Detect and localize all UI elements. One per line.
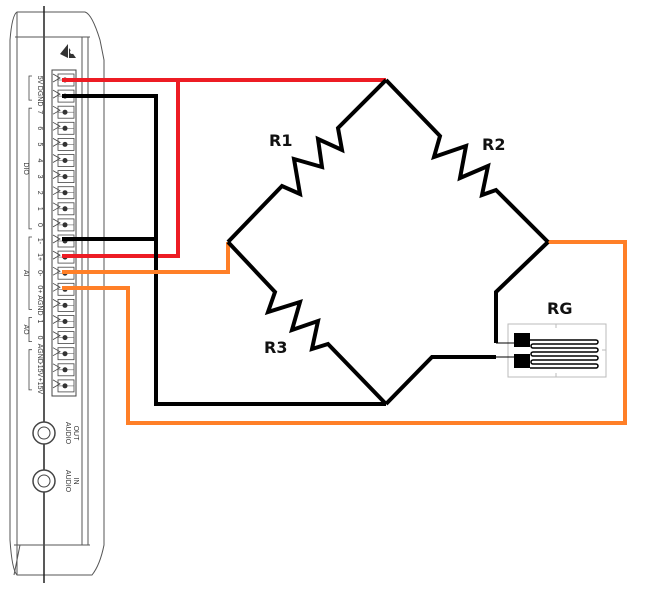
wire-dgnd-to-bridge-bottom: [62, 94, 386, 406]
audio-in-label-2: IN: [72, 478, 79, 485]
wire-ai0-plus-to-bridge-right: [62, 240, 627, 425]
audio-out-label-1: AUDIO: [64, 422, 71, 445]
terminal-agnd[interactable]: [52, 347, 75, 361]
pin-label: AGND: [36, 344, 43, 364]
terminal-0[interactable]: [52, 218, 75, 232]
terminal-1[interactable]: [52, 315, 75, 328]
pin-label: 2: [36, 191, 43, 195]
terminal-1[interactable]: [52, 202, 75, 216]
pin-group-bracket: [28, 349, 32, 391]
terminal-7[interactable]: [52, 105, 75, 119]
label-r1: R1: [269, 131, 292, 150]
pin-label: 7: [36, 110, 43, 114]
esd-warning-icon: [60, 44, 76, 58]
pin-group-bracket: [28, 317, 32, 342]
label-r2: R2: [482, 135, 505, 154]
device-bottom-corner: [13, 544, 21, 576]
wire-ai1-plus-to-bridge-top: [62, 80, 180, 258]
pin-label: 1: [36, 320, 43, 324]
pin-label: 1+: [36, 253, 43, 261]
pin-label: 0+: [36, 285, 43, 293]
audio-in-label-1: AUDIO: [64, 470, 71, 493]
wire-ai0-minus-to-bridge-left: [62, 242, 230, 274]
terminal-3[interactable]: [52, 170, 75, 184]
terminal-5[interactable]: [52, 137, 75, 151]
pin-group-label: AI: [22, 270, 29, 277]
pin-labels: 5VDGND765432101-1+0-0+AGND10AGND-15V+15V…: [22, 75, 43, 395]
terminal-4[interactable]: [52, 154, 75, 167]
terminal-0[interactable]: [52, 331, 75, 345]
terminal-15v[interactable]: [52, 379, 75, 393]
pin-label: 0: [36, 336, 43, 340]
pin-group-bracket: [28, 236, 32, 310]
resistor-r1: [226, 78, 388, 244]
pin-label: DGND: [36, 86, 43, 107]
terminal-6[interactable]: [52, 121, 75, 135]
strain-gauge-rg: [496, 323, 607, 378]
pin-label: 6: [36, 126, 43, 130]
pin-label: 0: [36, 223, 43, 227]
pin-label: 3: [36, 175, 43, 179]
resistor-r2: [384, 78, 550, 244]
pin-label: -15V: [36, 362, 43, 377]
wire-bridge-right-to-rg: [494, 240, 550, 343]
pin-label: 5: [36, 142, 43, 146]
label-r3: R3: [264, 338, 287, 357]
terminal-2[interactable]: [52, 186, 75, 200]
device-outline: [9, 11, 105, 576]
pin-label: 1: [36, 207, 43, 211]
pin-label: 4: [36, 159, 43, 163]
pin-group-label: AO: [22, 324, 29, 335]
terminal-15v[interactable]: [52, 363, 75, 377]
pin-label: 5V: [36, 76, 43, 85]
pin-label: AGND: [36, 295, 43, 315]
pin-group-label: DIO: [22, 162, 29, 175]
terminal-agnd[interactable]: [52, 298, 75, 312]
pin-label: +15V: [36, 378, 43, 395]
audio-in-jack[interactable]: [32, 469, 56, 493]
audio-out-jack[interactable]: [32, 421, 56, 445]
pin-label: 1-: [36, 238, 43, 245]
pin-group-bracket: [28, 75, 32, 101]
terminal-block-frame: [51, 69, 77, 397]
pin-label: 0-: [36, 270, 43, 277]
wire-bridge-bottom-to-rg: [384, 355, 496, 406]
terminal-block: [51, 69, 77, 397]
resistor-r3: [226, 240, 388, 406]
label-rg: RG: [547, 299, 572, 318]
pin-group-bracket: [28, 107, 32, 230]
audio-out-label-2: OUT: [72, 426, 79, 442]
